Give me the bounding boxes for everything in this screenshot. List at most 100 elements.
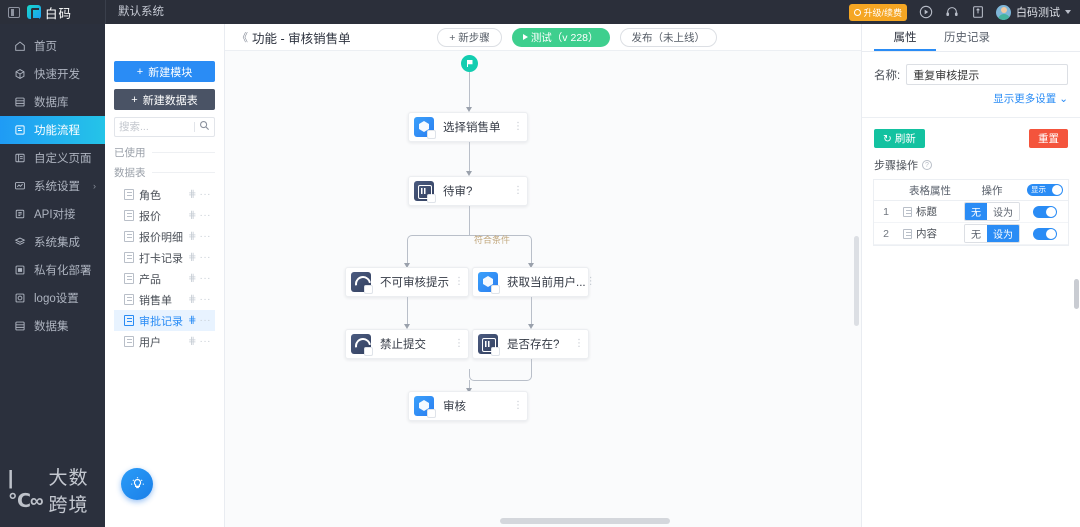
book-icon[interactable] (970, 5, 985, 20)
more-icon[interactable]: ··· (199, 210, 211, 221)
test-button[interactable]: 测试（v 228） (511, 27, 610, 47)
table-item-quote-detail[interactable]: 报价明细 ⋕ ··· (114, 226, 215, 247)
node-more-icon[interactable]: ⋮ (513, 400, 523, 411)
option-set[interactable]: 设为 (987, 203, 1019, 220)
show-more-settings-link[interactable]: 显示更多设置 ⌄ (874, 91, 1068, 106)
sliders-icon[interactable]: ⋕ (188, 252, 196, 263)
search-icon[interactable] (199, 120, 210, 134)
user-menu[interactable]: 白码测试 (996, 4, 1071, 20)
operation-segmented-control[interactable]: 无 设为 (964, 224, 1020, 243)
more-icon[interactable]: ··· (199, 273, 211, 284)
flow-node-select-sales-order[interactable]: 选择销售单 ⋮ (408, 112, 528, 142)
flow-node-cannot-review-tip[interactable]: 不可审核提示 ⋮ (345, 267, 469, 297)
more-icon[interactable]: ··· (199, 252, 211, 263)
help-icon[interactable]: ? (922, 160, 932, 170)
flow-node-get-current-user[interactable]: 获取当前用户... ⋮ (472, 267, 596, 297)
refresh-button[interactable]: ↻ 刷新 (874, 129, 925, 148)
table-item-user[interactable]: 用户 ⋕ ··· (114, 331, 215, 352)
new-table-button[interactable]: + 新建数据表 (114, 89, 215, 110)
upgrade-button[interactable]: 升级/续费 (849, 3, 907, 21)
display-all-toggle[interactable]: 显示 (1027, 184, 1063, 196)
sliders-icon[interactable]: ⋕ (188, 336, 196, 347)
new-step-button[interactable]: + 新步骤 (437, 27, 502, 47)
properties-tabs: 属性 历史记录 (862, 24, 1080, 52)
sidebar-item-system-integration[interactable]: 系统集成 (0, 228, 105, 256)
sidebar-item-api[interactable]: API对接 (0, 200, 105, 228)
headset-icon[interactable] (944, 5, 959, 20)
node-more-icon[interactable]: ⋮ (454, 338, 464, 349)
sliders-icon[interactable]: ⋕ (188, 189, 196, 200)
sidebar-item-function-flow[interactable]: 功能流程 (0, 116, 105, 144)
properties-scrollbar[interactable] (1074, 279, 1079, 309)
more-icon[interactable]: ··· (199, 189, 211, 200)
sidebar-item-home[interactable]: 首页 (0, 32, 105, 60)
node-more-icon[interactable]: ⋮ (513, 121, 523, 132)
flow-start-icon[interactable] (461, 55, 478, 72)
sliders-icon[interactable]: ⋕ (188, 315, 196, 326)
step-operation-grid: 表格属性 操作 显示 1 标题 无 设为 (873, 179, 1069, 246)
table-item-product[interactable]: 产品 ⋕ ··· (114, 268, 215, 289)
node-more-icon[interactable]: ⋮ (513, 185, 523, 196)
node-badge-icon (364, 347, 373, 356)
cube-icon (478, 272, 500, 294)
assistant-button[interactable] (121, 468, 153, 500)
node-more-icon[interactable]: ⋮ (454, 276, 464, 287)
sidebar-item-custom-page[interactable]: 自定义页面 (0, 144, 105, 172)
sidebar-item-system-settings[interactable]: 系统设置 › (0, 172, 105, 200)
more-icon[interactable]: ··· (199, 336, 211, 347)
new-table-label: 新建数据表 (142, 94, 198, 107)
node-more-icon[interactable]: ⋮ (574, 338, 584, 349)
play-circle-icon[interactable] (918, 5, 933, 20)
search-box[interactable] (114, 117, 215, 137)
more-icon[interactable]: ··· (199, 294, 211, 305)
tab-properties[interactable]: 属性 (874, 24, 936, 51)
flow-node-exists[interactable]: 是否存在? ⋮ (472, 329, 589, 359)
table-item-checkin[interactable]: 打卡记录 ⋕ ··· (114, 247, 215, 268)
search-input[interactable] (119, 121, 190, 133)
table-row[interactable]: 1 标题 无 设为 (874, 201, 1068, 223)
table-item-quote[interactable]: 报价 ⋕ ··· (114, 205, 215, 226)
sidebar-item-dataset[interactable]: 数据集 (0, 312, 105, 340)
table-item-label: 销售单 (139, 294, 172, 307)
sidebar-item-database[interactable]: 数据库 (0, 88, 105, 116)
flow-node-forbid-submit[interactable]: 禁止提交 ⋮ (345, 329, 469, 359)
canvas-vertical-scrollbar[interactable] (854, 236, 859, 326)
sliders-icon[interactable]: ⋕ (188, 273, 196, 284)
sliders-icon[interactable]: ⋕ (188, 210, 196, 221)
flow-node-review[interactable]: 审核 ⋮ (408, 391, 528, 421)
table-item-actions: ⋕ ··· (188, 336, 215, 347)
table-row[interactable]: 2 内容 无 设为 (874, 223, 1068, 245)
collapse-icon[interactable] (8, 6, 20, 18)
canvas-horizontal-scrollbar[interactable] (500, 518, 670, 524)
sidebar-item-label: 数据库 (34, 97, 69, 109)
flow-node-pending-review[interactable]: 待审? ⋮ (408, 176, 528, 206)
reset-button[interactable]: 重置 (1029, 129, 1068, 148)
sidebar-item-logo-settings[interactable]: logo设置 (0, 284, 105, 312)
more-icon[interactable]: ··· (199, 231, 211, 242)
tab-history[interactable]: 历史记录 (944, 32, 990, 44)
cube-icon (414, 396, 436, 418)
collapse-panel-icon[interactable]: 《 (237, 32, 248, 44)
node-more-icon[interactable]: ⋮ (585, 276, 596, 287)
row-display-toggle[interactable] (1033, 205, 1057, 218)
row-display-toggle[interactable] (1033, 227, 1057, 240)
node-badge-icon (427, 194, 436, 203)
publish-button[interactable]: 发布（未上线） (619, 27, 717, 47)
option-none[interactable]: 无 (965, 203, 987, 220)
sliders-icon[interactable]: ⋕ (188, 231, 196, 242)
option-set[interactable]: 设为 (987, 225, 1019, 242)
table-item-role[interactable]: 角色 ⋕ ··· (114, 184, 215, 205)
edge-branch-left (407, 244, 408, 266)
sidebar-item-private-deploy[interactable]: 私有化部署 (0, 256, 105, 284)
row-toggle-cell (1022, 205, 1068, 218)
table-item-approval-record[interactable]: 审批记录 ⋕ ··· (114, 310, 215, 331)
flow-canvas[interactable]: 选择销售单 ⋮ 待审? ⋮ 符合条件 不可审核提示 ⋮ 获取当前用户... (225, 51, 861, 527)
operation-segmented-control[interactable]: 无 设为 (964, 202, 1020, 221)
name-input[interactable] (906, 64, 1068, 85)
option-none[interactable]: 无 (965, 225, 987, 242)
table-item-sales-order[interactable]: 销售单 ⋕ ··· (114, 289, 215, 310)
sidebar-item-quick-dev[interactable]: 快速开发 (0, 60, 105, 88)
new-module-button[interactable]: + 新建模块 (114, 61, 215, 82)
more-icon[interactable]: ··· (199, 315, 211, 326)
sliders-icon[interactable]: ⋕ (188, 294, 196, 305)
